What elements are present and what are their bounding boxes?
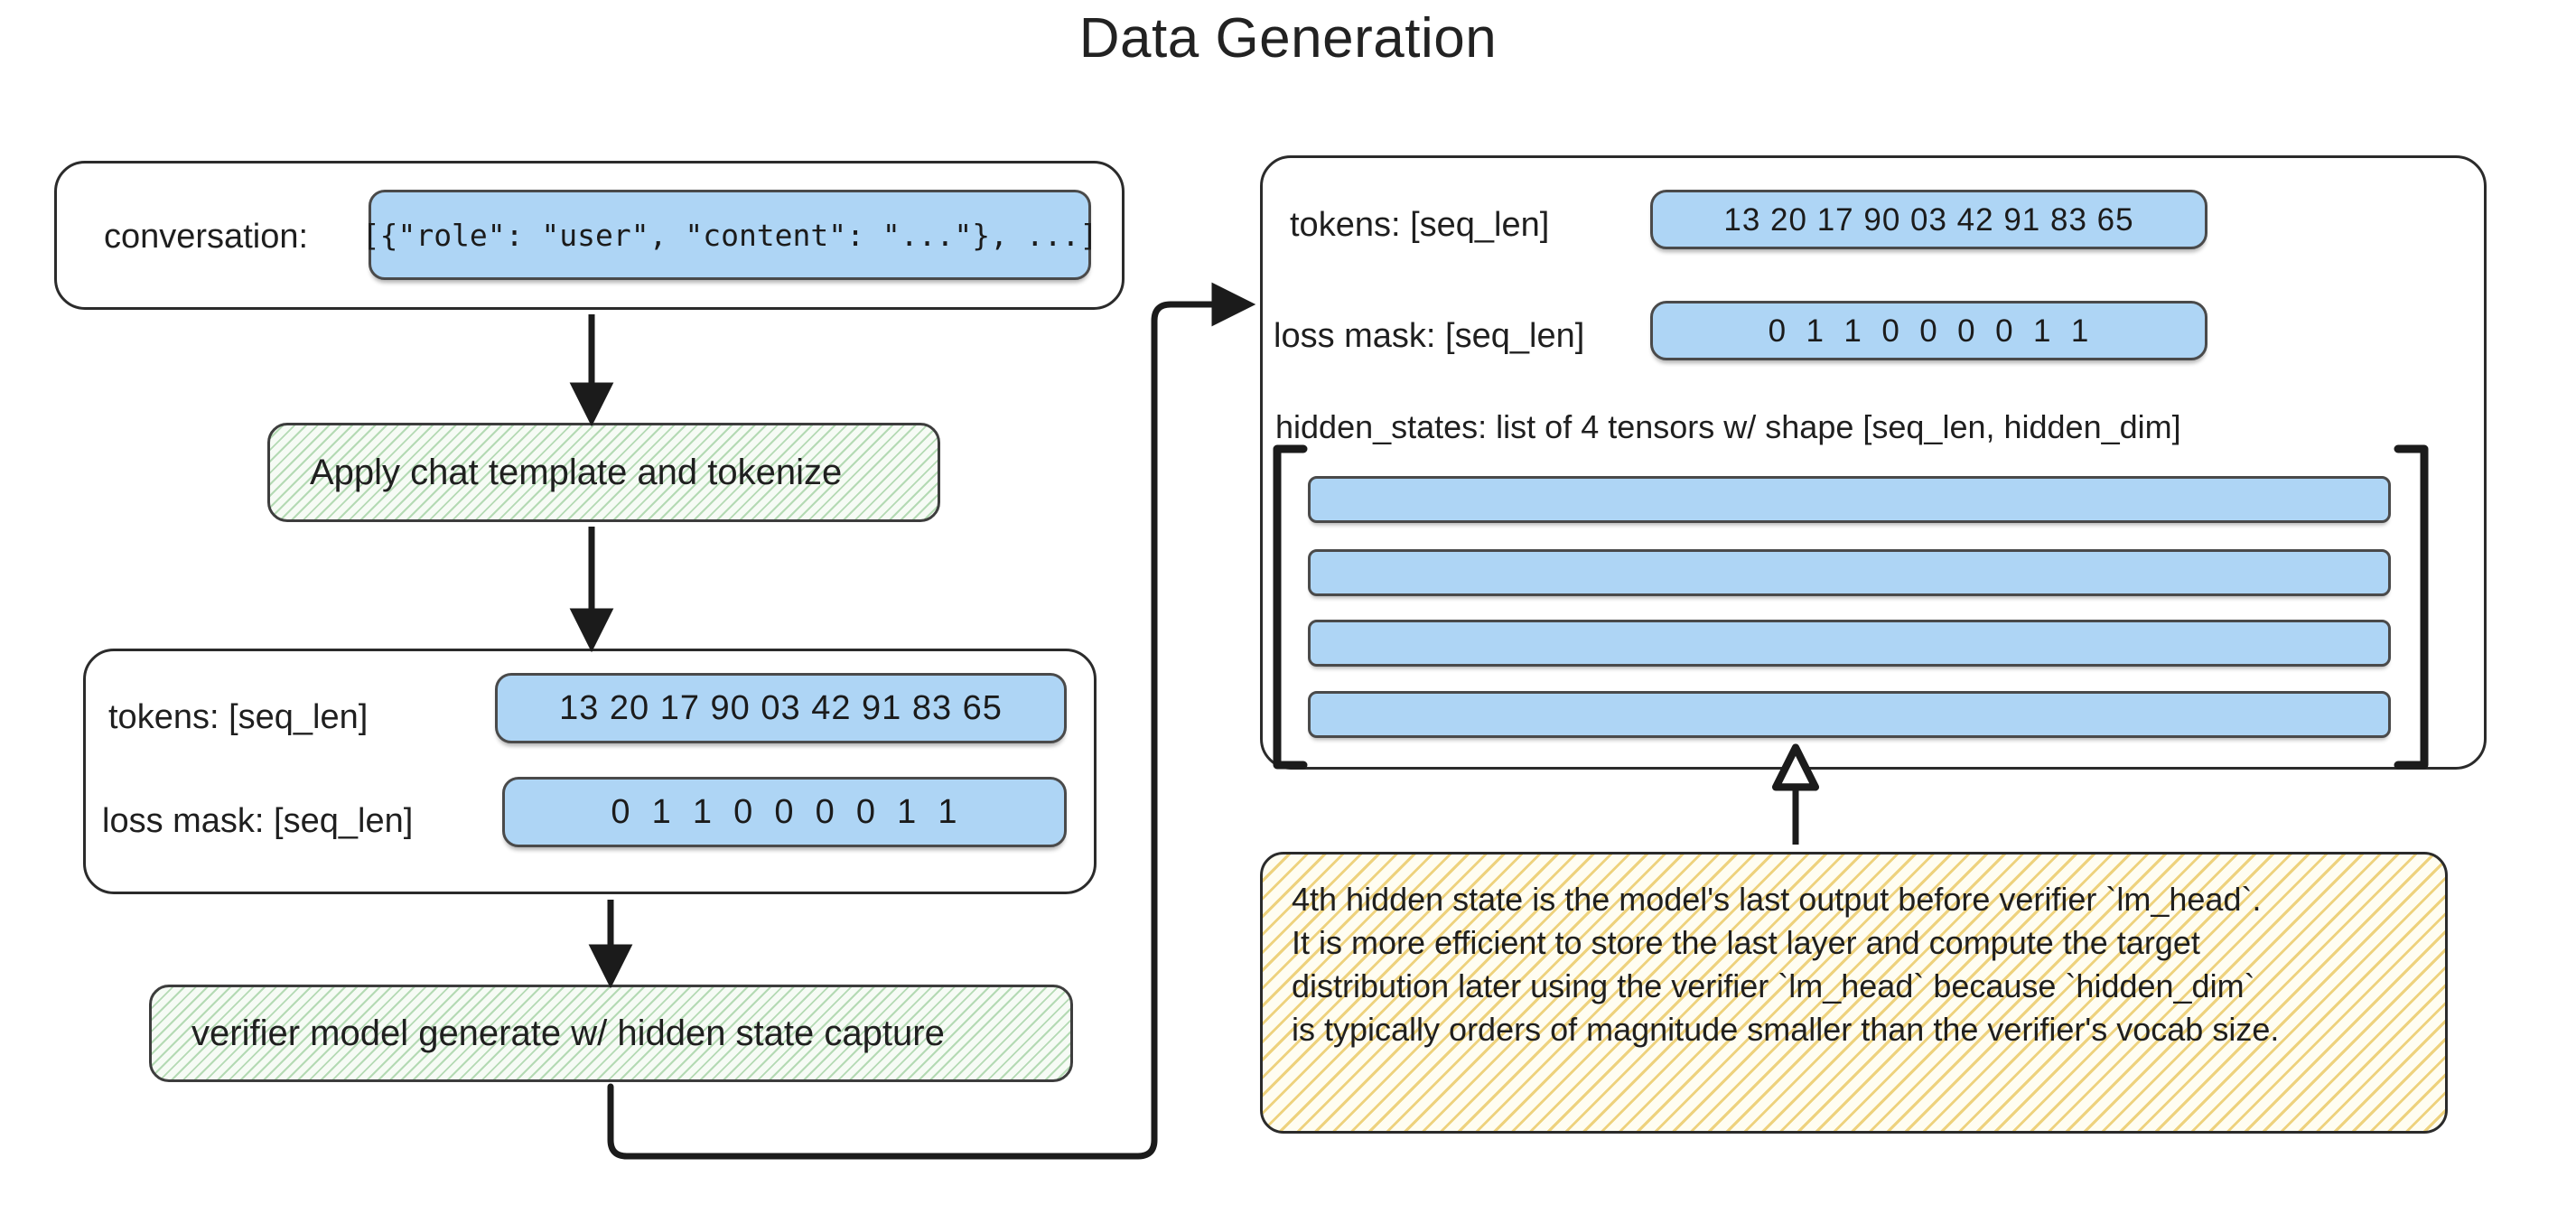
explanation-note: 4th hidden state is the model's last out…	[1260, 852, 2448, 1134]
output-tokens-label: tokens: [seq_len]	[1290, 206, 1550, 244]
output-loss-mask-value: 0 1 1 0 0 0 0 1 1	[1768, 313, 2090, 349]
hidden-state-bar	[1308, 691, 2391, 738]
tokens-value-chip: 13 20 17 90 03 42 91 83 65	[495, 673, 1067, 743]
process-apply-chat-template-label: Apply chat template and tokenize	[310, 452, 843, 492]
hidden-state-bar	[1308, 476, 2391, 523]
loss-mask-label: loss mask: [seq_len]	[102, 802, 414, 840]
loss-mask-value: 0 1 1 0 0 0 0 1 1	[611, 793, 958, 831]
page-title: Data Generation	[1078, 7, 1498, 70]
hidden-state-bar	[1308, 620, 2391, 667]
output-tokens-value-chip: 13 20 17 90 03 42 91 83 65	[1650, 190, 2207, 249]
conversation-label: conversation:	[104, 218, 309, 256]
conversation-value: [{"role": "user", "content": "..."}, ...…	[361, 217, 1098, 253]
output-panel	[1260, 155, 2487, 770]
explanation-note-text: 4th hidden state is the model's last out…	[1292, 881, 2280, 1048]
output-loss-mask-value-chip: 0 1 1 0 0 0 0 1 1	[1650, 301, 2207, 360]
process-verifier-generate[interactable]: verifier model generate w/ hidden state …	[149, 985, 1073, 1082]
process-apply-chat-template[interactable]: Apply chat template and tokenize	[267, 423, 940, 522]
tokens-label: tokens: [seq_len]	[108, 698, 369, 736]
loss-mask-value-chip: 0 1 1 0 0 0 0 1 1	[502, 777, 1067, 847]
hidden-state-bar	[1308, 549, 2391, 596]
output-loss-mask-label: loss mask: [seq_len]	[1274, 317, 1585, 355]
conversation-value-chip: [{"role": "user", "content": "..."}, ...…	[362, 190, 1097, 280]
hidden-states-caption: hidden_states: list of 4 tensors w/ shap…	[1275, 408, 2181, 445]
tokens-value: 13 20 17 90 03 42 91 83 65	[559, 689, 1003, 727]
output-tokens-value: 13 20 17 90 03 42 91 83 65	[1723, 201, 2134, 238]
process-verifier-generate-label: verifier model generate w/ hidden state …	[191, 1013, 945, 1053]
